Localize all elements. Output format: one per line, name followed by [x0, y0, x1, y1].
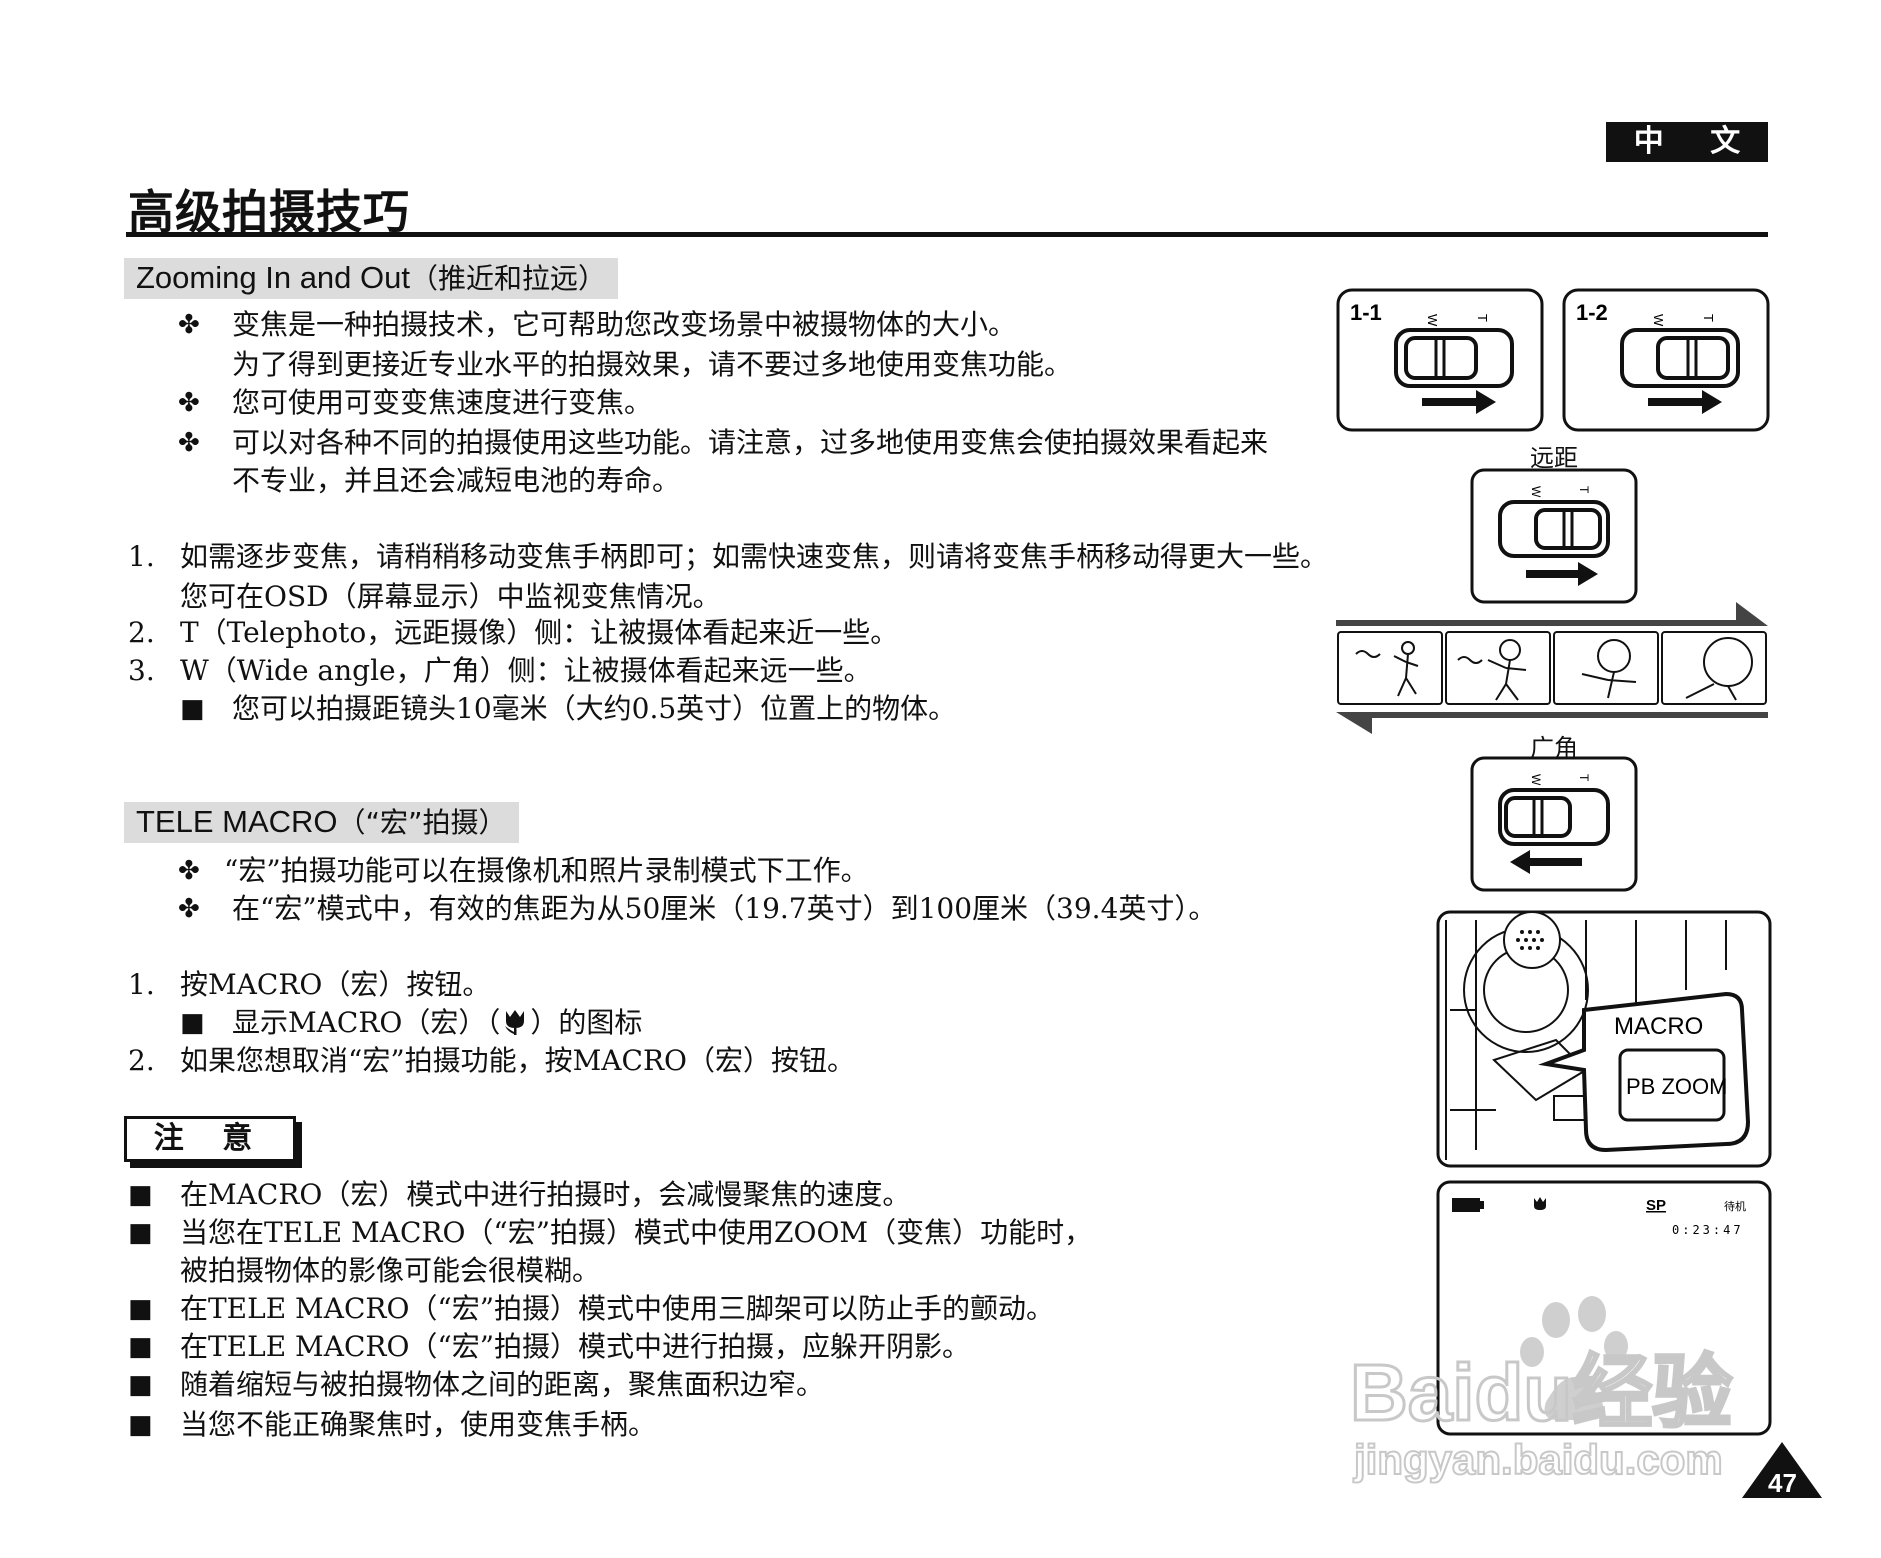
wide-zoom-lever: W T — [1470, 756, 1638, 892]
osd-standby-status: 待机 — [1724, 1199, 1746, 1213]
notes-label: 注 意 — [124, 1116, 296, 1162]
bullet-mark: ✤ — [178, 894, 200, 924]
figure-label: 1-1 — [1350, 300, 1382, 325]
figure-1-1-zoom-lever: 1-1 W T — [1336, 288, 1544, 432]
zoom-heading-en: Zooming In and Out — [136, 260, 410, 295]
macro-sub-note-after: ）的图标 — [530, 1006, 643, 1039]
bullet-mark: ✤ — [178, 310, 200, 340]
step-number: 3. — [128, 654, 155, 687]
bullet-mark: ✤ — [178, 428, 200, 458]
zoom-bullet-3: 可以对各种不同的拍摄使用这些功能。请注意，过多地使用变焦会使拍摄效果看起来 — [232, 426, 1269, 459]
square-bullet: ■ — [128, 1370, 153, 1400]
macro-bullet-2: 在“宏”模式中，有效的焦距为从50厘米（19.7英寸）到100厘米（39.4英寸… — [232, 892, 1217, 925]
bullet-mark: ✤ — [178, 856, 200, 886]
step-number: 2. — [128, 1044, 155, 1077]
zoom-sequence-strip — [1336, 602, 1768, 734]
square-bullet: ■ — [128, 1180, 153, 1210]
zoom-bullet-3-cont: 不专业，并且还会减短电池的寿命。 — [232, 464, 681, 497]
step-number: 1. — [128, 540, 155, 573]
zoom-step-2: T（Telephoto，远距摄像）侧：让被摄体看起来近一些。 — [180, 616, 899, 649]
note-item-6: 当您不能正确聚焦时，使用变焦手柄。 — [180, 1408, 657, 1441]
osd-timecode: 0:23:47 — [1672, 1223, 1744, 1237]
note-item-2-cont: 被拍摄物体的影像可能会很模糊。 — [180, 1254, 601, 1287]
square-bullet: ■ — [128, 1218, 153, 1248]
wide-direction-arrow — [1336, 712, 1768, 734]
note-item-4: 在TELE MACRO（“宏”拍摄）模式中进行拍摄，应躲开阴影。 — [180, 1330, 971, 1363]
zoom-step-1: 如需逐步变焦，请稍稍移动变焦手柄即可；如需快速变焦，则请将变焦手柄移动得更大一些… — [180, 540, 1329, 573]
w-label: W — [1529, 774, 1543, 786]
step-number: 2. — [128, 616, 155, 649]
figure-1-2-zoom-lever: 1-2 W T — [1562, 288, 1770, 432]
zoom-step-1-cont: 您可在OSD（屏幕显示）中监视变焦情况。 — [180, 580, 721, 613]
baidu-paw-logo — [1520, 1296, 1628, 1420]
macro-sub-note-before: 显示MACRO（宏）（ — [232, 1006, 501, 1039]
macro-step-2: 如果您想取消“宏”拍摄功能，按MACRO（宏）按钮。 — [180, 1044, 855, 1077]
w-label: W — [1529, 486, 1543, 498]
zoom-bullet-2: 您可使用可变变焦速度进行变焦。 — [232, 386, 653, 419]
square-bullet: ■ — [180, 1008, 205, 1038]
step-number: 1. — [128, 968, 155, 1001]
osd-record-speed: SP — [1646, 1197, 1666, 1214]
macro-section-heading: TELE MACRO（“宏”拍摄） — [124, 802, 519, 843]
macro-bullet-1: “宏”拍摄功能可以在摄像机和照片录制模式下工作。 — [224, 854, 869, 887]
zoom-step-3: W（Wide angle，广角）侧：让被摄体看起来远一些。 — [180, 654, 872, 687]
macro-step-1: 按MACRO（宏）按钮。 — [180, 968, 491, 1001]
w-label: W — [1425, 314, 1440, 327]
zoom-bullet-1-cont: 为了得到更接近专业水平的拍摄效果，请不要过多地使用变焦功能。 — [232, 348, 1073, 381]
note-item-2: 当您在TELE MACRO（“宏”拍摄）模式中使用ZOOM（变焦）功能时， — [180, 1216, 1093, 1249]
language-tab: 中 文 — [1606, 122, 1768, 162]
zoom-sub-note: 您可以拍摄距镜头10毫米（大约0.5英寸）位置上的物体。 — [232, 692, 957, 725]
t-label: T — [1701, 314, 1716, 322]
watermark-brand: Baidu经验 — [1350, 1348, 1732, 1437]
bullet-mark: ✤ — [178, 388, 200, 418]
zoom-bullet-1: 变焦是一种拍摄技术，它可帮助您改变场景中被摄物体的大小。 — [232, 308, 1017, 341]
title-rule — [126, 232, 1768, 237]
note-item-5: 随着缩短与被拍摄物体之间的距离，聚焦面积边窄。 — [180, 1368, 825, 1401]
t-label: T — [1475, 314, 1490, 322]
note-item-1: 在MACRO（宏）模式中进行拍摄时，会减慢聚焦的速度。 — [180, 1178, 911, 1211]
tele-direction-arrow — [1336, 602, 1768, 626]
page-number: 47 — [1768, 1468, 1797, 1498]
baidu-watermark: Baidu经验 jingyan.baidu.com — [1349, 1296, 1734, 1484]
macro-heading-zh: （“宏”拍摄） — [337, 806, 507, 839]
zoom-heading-zh: （推近和拉远） — [410, 262, 607, 295]
macro-tulip-icon — [505, 1010, 525, 1035]
page-title: 高级拍摄技巧 — [128, 185, 410, 239]
w-label: W — [1651, 314, 1666, 327]
figure-label: 1-2 — [1576, 300, 1608, 325]
tele-caption: 远距 — [1530, 444, 1578, 472]
square-bullet: ■ — [180, 694, 205, 724]
tele-zoom-lever: W T — [1470, 468, 1638, 604]
t-label: T — [1577, 774, 1591, 782]
square-bullet: ■ — [128, 1332, 153, 1362]
zoom-section-heading: Zooming In and Out（推近和拉远） — [124, 258, 619, 299]
square-bullet: ■ — [128, 1294, 153, 1324]
battery-icon — [1452, 1198, 1484, 1212]
macro-button-label: MACRO — [1614, 1013, 1703, 1040]
watermark-url: jingyan.baidu.com — [1353, 1436, 1723, 1483]
pb-zoom-button — [1618, 1048, 1726, 1122]
macro-heading-en: TELE MACRO — [136, 804, 338, 839]
pb-zoom-button-label: PB ZOOM — [1626, 1074, 1727, 1099]
page-number-badge: 47 — [1742, 1442, 1822, 1498]
square-bullet: ■ — [128, 1410, 153, 1440]
macro-sub-note: 显示MACRO（宏）（ ）的图标 — [232, 1004, 642, 1042]
osd-macro-icon — [1534, 1197, 1546, 1210]
camcorder-macro-button-figure: MACRO PB ZOOM — [1436, 910, 1772, 1168]
note-item-3: 在TELE MACRO（“宏”拍摄）模式中使用三脚架可以防止手的颤动。 — [180, 1292, 1055, 1325]
t-label: T — [1577, 486, 1591, 494]
